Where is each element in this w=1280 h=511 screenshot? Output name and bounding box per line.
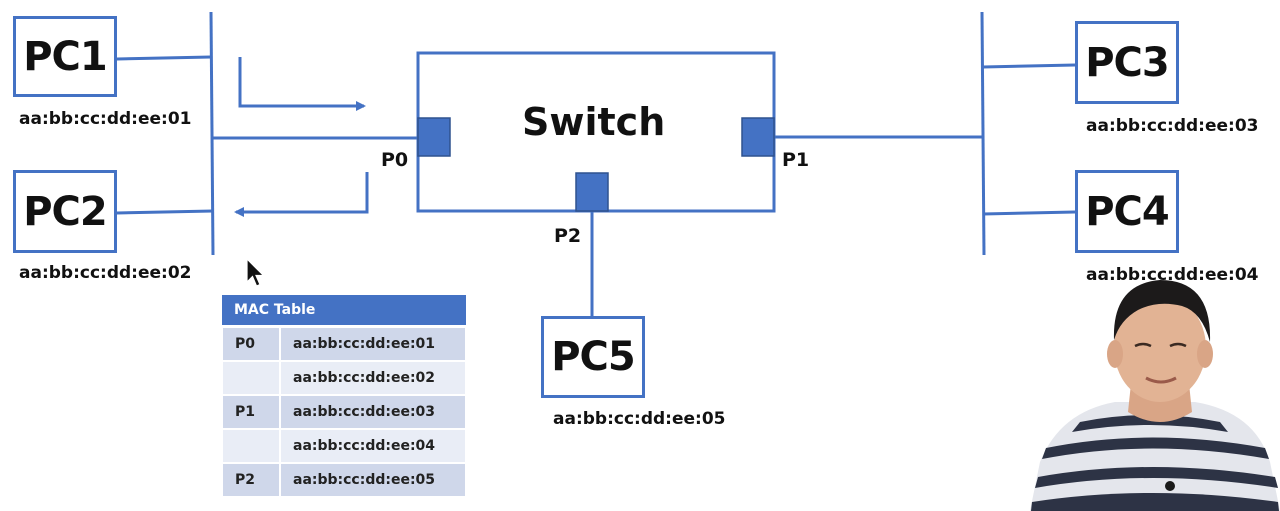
- table-cell-port: P0: [221, 325, 281, 362]
- pc4-mac: aa:bb:cc:dd:ee:04: [1086, 265, 1259, 285]
- pc1-link: [116, 55, 212, 61]
- pc1-label: PC1: [23, 33, 108, 80]
- pc2-label: PC2: [23, 188, 108, 235]
- table-cell-mac: aa:bb:cc:dd:ee:03: [279, 394, 467, 430]
- table-cell-port: P1: [221, 394, 281, 430]
- mac-table-title: MAC Table: [222, 295, 466, 328]
- pc1-mac: aa:bb:cc:dd:ee:01: [19, 109, 192, 129]
- table-cell-port: P2: [221, 462, 281, 498]
- arrow-to-switch: [238, 57, 366, 111]
- port-p0: [417, 117, 451, 157]
- pc2-box: PC2: [13, 170, 117, 253]
- table-cell-mac: aa:bb:cc:dd:ee:04: [279, 428, 467, 464]
- pc5-label: PC5: [551, 334, 636, 380]
- pc3-label: PC3: [1085, 39, 1170, 86]
- pc1-box: PC1: [13, 16, 117, 97]
- pc3-mac: aa:bb:cc:dd:ee:03: [1086, 116, 1259, 136]
- table-cell-port: [221, 360, 281, 396]
- mac-table: MAC Table P0 aa:bb:cc:dd:ee:01 aa:bb:cc:…: [221, 295, 467, 498]
- presenter-video-overlay: [1030, 280, 1280, 511]
- mouse-pointer-icon: [246, 258, 265, 287]
- pc4-label: PC4: [1085, 188, 1170, 235]
- table-row: P2 aa:bb:cc:dd:ee:05: [221, 462, 467, 498]
- pc4-link: [982, 210, 1076, 216]
- port-p1: [741, 117, 775, 157]
- table-row: aa:bb:cc:dd:ee:04: [221, 428, 467, 464]
- table-cell-mac: aa:bb:cc:dd:ee:01: [279, 325, 467, 362]
- table-cell-port: [221, 428, 281, 464]
- pc5-box: PC5: [541, 316, 645, 398]
- port-label-p0: P0: [381, 149, 409, 171]
- table-cell-mac: aa:bb:cc:dd:ee:02: [279, 360, 467, 396]
- table-row: P1 aa:bb:cc:dd:ee:03: [221, 394, 467, 430]
- arrow-from-switch: [234, 172, 369, 217]
- port-p2: [575, 172, 609, 212]
- port-label-p2: P2: [554, 225, 582, 247]
- pc2-link: [116, 209, 214, 215]
- pc3-box: PC3: [1075, 21, 1179, 104]
- pc4-box: PC4: [1075, 170, 1179, 253]
- pc5-mac: aa:bb:cc:dd:ee:05: [553, 409, 726, 429]
- port-label-p1: P1: [782, 149, 810, 171]
- pc3-link: [982, 63, 1076, 69]
- right-bus-line: [980, 11, 986, 256]
- table-row: aa:bb:cc:dd:ee:02: [221, 360, 467, 396]
- left-bus-line: [209, 11, 215, 256]
- pc2-mac: aa:bb:cc:dd:ee:02: [19, 263, 192, 283]
- table-row: P0 aa:bb:cc:dd:ee:01: [221, 325, 467, 362]
- switch-label: Switch: [522, 100, 666, 144]
- table-cell-mac: aa:bb:cc:dd:ee:05: [279, 462, 467, 498]
